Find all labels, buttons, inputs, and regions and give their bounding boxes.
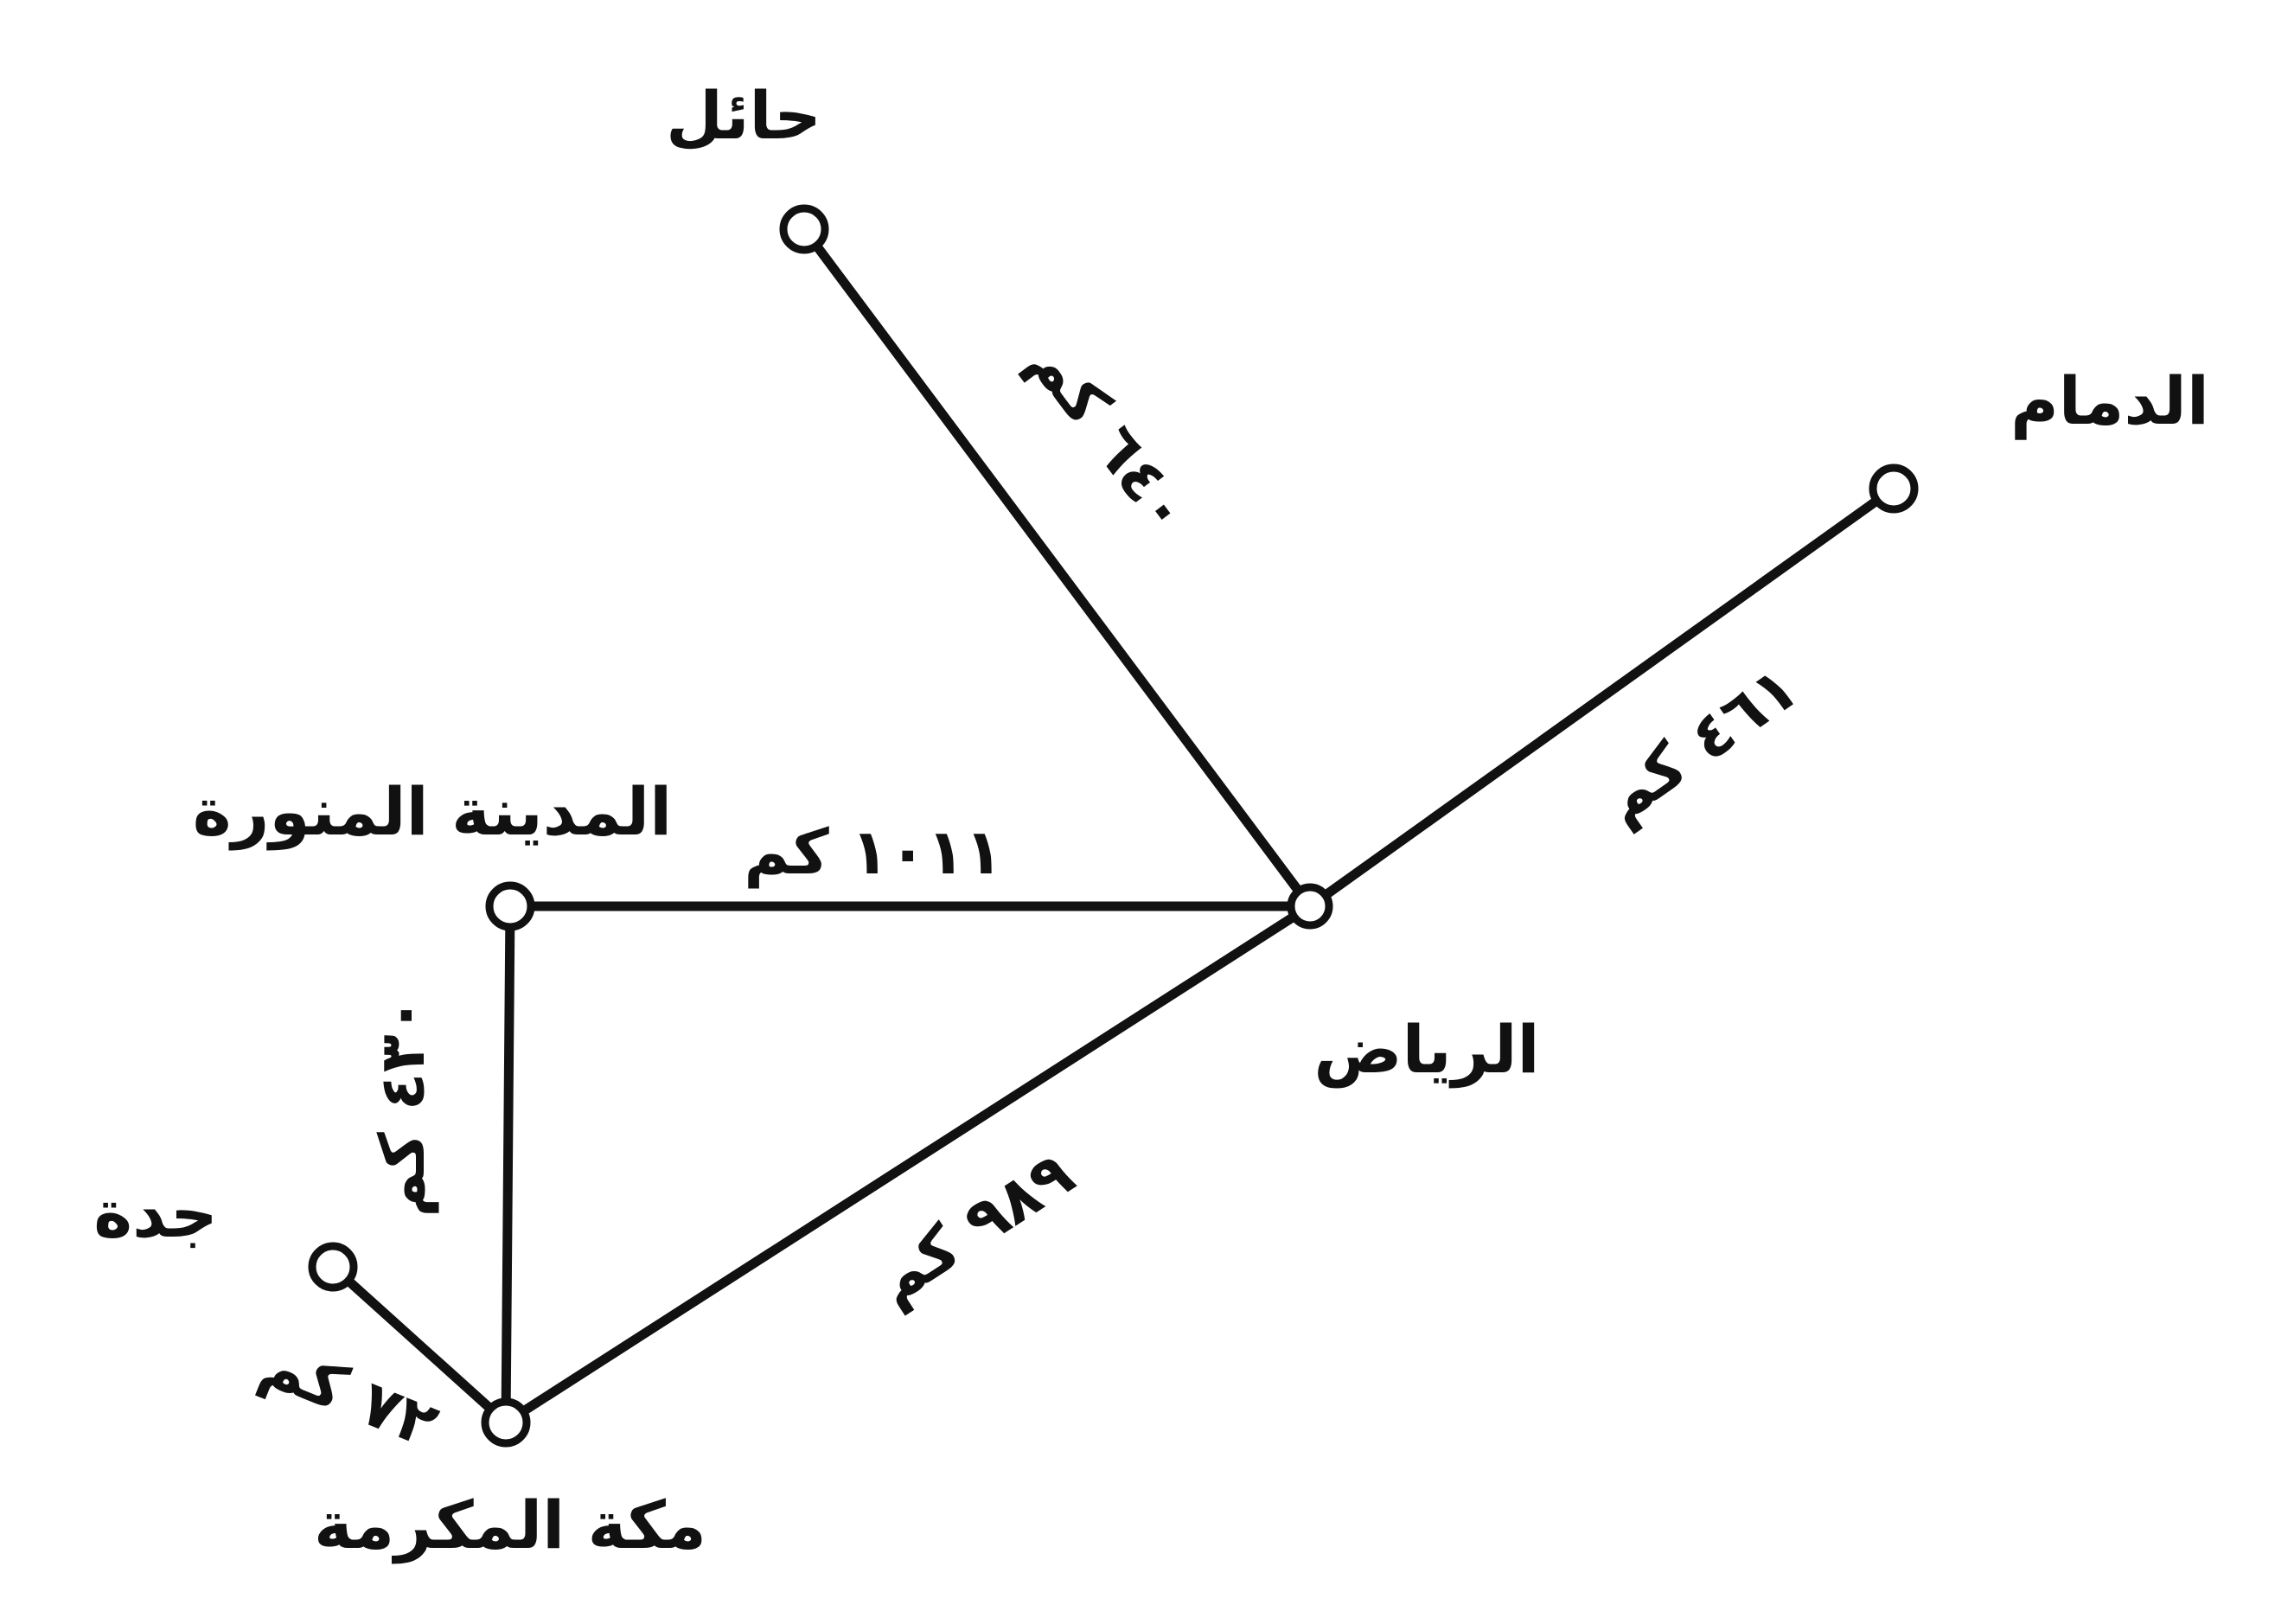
label-makkah: مكة المكرمة bbox=[314, 1487, 706, 1564]
road-riyadh-dammam bbox=[1305, 483, 1899, 911]
node-dammam bbox=[1869, 464, 1919, 514]
road-madinah-makkah bbox=[501, 901, 515, 1428]
label-dammam: الدمام bbox=[2010, 362, 2209, 439]
road-riyadh-makkah bbox=[501, 901, 1315, 1428]
node-madinah bbox=[485, 881, 535, 931]
road-riyadh-hail bbox=[799, 224, 1315, 911]
label-jeddah: جدة bbox=[93, 1175, 218, 1252]
distance-riyadh-makkah: ٩٨٩ كم bbox=[861, 1136, 1086, 1318]
label-riyadh: الرياض bbox=[1313, 1011, 1539, 1089]
road-makkah-jeddah bbox=[328, 1262, 511, 1428]
distance-madinah-makkah: ٤٣٠ كم bbox=[366, 996, 439, 1217]
label-madinah: المدينة المنورة bbox=[193, 773, 672, 851]
node-jeddah bbox=[308, 1242, 358, 1292]
distance-riyadh-hail: ٦٤٠ كم bbox=[1015, 327, 1206, 547]
node-hail bbox=[779, 204, 829, 254]
label-hail: حائل bbox=[666, 77, 821, 154]
node-makkah bbox=[481, 1397, 531, 1448]
node-riyadh bbox=[1287, 883, 1333, 930]
distance-riyadh-madinah: ١٠١١ كم bbox=[744, 815, 1002, 889]
